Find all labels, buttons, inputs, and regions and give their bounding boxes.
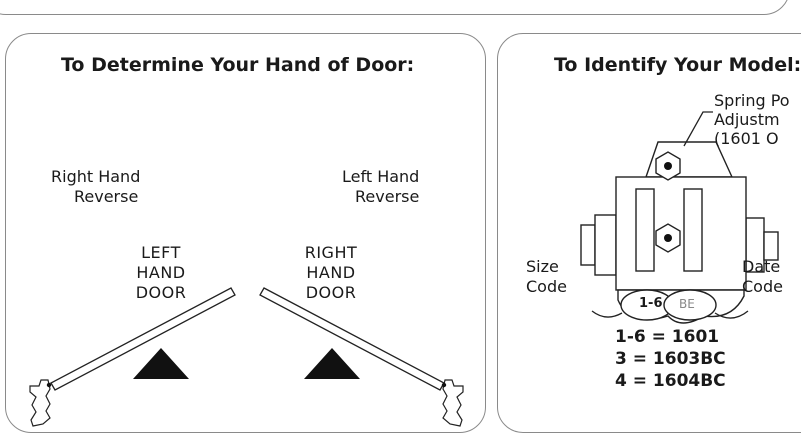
date-code-label: Date Code (742, 257, 783, 296)
right-hand-door-label: RIGHT HAND DOOR (304, 243, 358, 302)
top-panel (0, 0, 790, 15)
size-code-label: Size Code (526, 257, 567, 296)
closer-diagram (580, 111, 779, 324)
left-arrow-triangle-icon (133, 348, 189, 379)
model-list-item: 1-6 = 1601 (615, 327, 720, 347)
left-hand-reverse-label: Left Hand Reverse (342, 167, 420, 206)
left-hand-door-label: LEFT HAND DOOR (135, 243, 187, 302)
model-list-item: 3 = 1603BC (615, 349, 726, 369)
door-hand-panel: To Determine Your Hand of Door: Right Ha… (5, 33, 486, 433)
door-hand-title: To Determine Your Hand of Door: (61, 54, 415, 76)
size-code-stamp: 1-6 (639, 296, 663, 311)
date-code-stamp: BE (679, 297, 695, 311)
model-id-title: To Identify Your Model: (554, 54, 801, 76)
left-door-swing-icon (29, 287, 236, 427)
right-hand-reverse-label: Right Hand Reverse (51, 167, 141, 206)
door-diagram (29, 287, 464, 427)
spring-adjust-label: Spring Po Adjustm (1601 O (714, 91, 790, 148)
model-list: 1-6 = 1601 3 = 1603BC 4 = 1604BC (615, 326, 726, 392)
model-id-panel: To Identify Your Model: (497, 33, 801, 433)
right-arrow-triangle-icon (304, 348, 360, 379)
right-door-swing-icon (259, 287, 464, 427)
model-list-item: 4 = 1604BC (615, 371, 726, 391)
